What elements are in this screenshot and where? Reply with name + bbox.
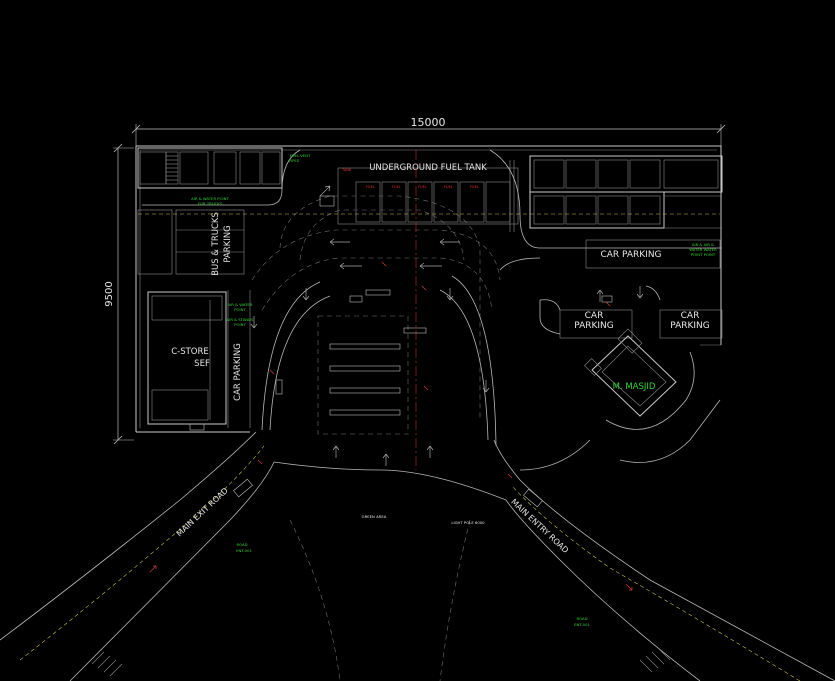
air-water-trucks-note-2: FOR TRUCKS [198, 201, 223, 206]
bottom-right-note: ENT-001 [574, 622, 590, 627]
white-notes: GREEN AREA LIGHT POLE 6000 [362, 514, 486, 525]
car-parking-right-label: CAR [681, 311, 700, 321]
side-dimension: 9500 [104, 143, 134, 445]
fuel-vent-note: FUEL VENT [290, 153, 312, 158]
c-store-label: C-STORE [171, 347, 209, 357]
bottom-left-note: ENT-001 [236, 548, 252, 553]
dispenser-islands [319, 195, 427, 416]
drive-aisles [251, 229, 501, 447]
masjid-label: M. MASJID [613, 382, 656, 392]
air-water-right-note: AIR & AIR & [692, 242, 714, 247]
main-entry-road-label: MAIN ENTRY ROAD [509, 497, 570, 555]
road-vehicles [189, 295, 613, 508]
masjid-building: M. MASJID [584, 328, 695, 430]
car-parking-right-area: CAR PARKING CAR PARKING CAR PARKING [539, 239, 723, 339]
svg-text:FUEL: FUEL [366, 185, 375, 189]
air-water-stand-note-2: POINT [234, 322, 246, 327]
svg-text:FUEL: FUEL [444, 185, 453, 189]
site-boundary [135, 145, 722, 433]
crosswalks [91, 647, 671, 677]
top-dimension-label: 15000 [411, 116, 446, 129]
air-water-trucks-note: AIR & WATER POINT [191, 196, 229, 201]
car-parking-mid-label-2: PARKING [574, 321, 614, 331]
main-exit-road-label: MAIN EXIT ROAD [175, 486, 230, 538]
air-water-right-note-2: WATER WATER [689, 247, 717, 252]
air-water-stand-note: AIR & STANDS [227, 317, 255, 322]
car-parking-left-label: CAR PARKING [233, 343, 243, 401]
roads [0, 257, 835, 681]
road-left-note: ROAD [236, 542, 247, 547]
car-parking-left: CAR PARKING [227, 290, 251, 428]
bus-trucks-label-2: PARKING [223, 225, 233, 262]
center-bottom-note-2: LIGHT POLE 6000 [451, 520, 485, 525]
fuel-vent-note-2: PIPES [289, 158, 300, 163]
direction-arrows [250, 185, 644, 466]
car-parking-mid-label: CAR [585, 311, 604, 321]
fuel-tank-label: UNDERGROUND FUEL TANK [369, 163, 487, 173]
service-building [137, 147, 283, 189]
red-markers [149, 261, 633, 591]
air-water-left-note: AIR & WATER [228, 302, 253, 307]
svg-text:FUEL: FUEL [392, 185, 401, 189]
fuel-canopy [138, 150, 720, 470]
center-bottom-note: GREEN AREA [362, 514, 387, 519]
svg-text:FUEL: FUEL [470, 185, 479, 189]
side-dimension-label: 9500 [104, 281, 115, 306]
air-water-right-note-3: POINT POINT [691, 252, 716, 257]
sef-label: SEF [194, 359, 210, 369]
top-dimension: 15000 [131, 116, 726, 146]
green-notes: FUEL VENT PIPES AIR & WATER POINT FOR TR… [191, 153, 717, 627]
svg-text:TANK: TANK [341, 168, 352, 172]
air-water-left-note-2: POINT [234, 307, 246, 312]
fuel-tank-area: UNDERGROUND FUEL TANK TANK FUEL FUEL FUE… [337, 163, 519, 225]
svg-text:FUEL: FUEL [418, 185, 427, 189]
car-parking-top-right-label: CAR PARKING [600, 250, 661, 260]
shops-building [509, 155, 723, 232]
bus-trucks-parking: BUS & TRUCKS PARKING [137, 209, 245, 276]
road-right-note: ROAD [576, 616, 587, 621]
car-parking-right-label-2: PARKING [670, 321, 710, 331]
bus-trucks-label: BUS & TRUCKS [211, 212, 221, 276]
c-store-building: C-STORE SEF [147, 291, 227, 425]
top-curb [142, 149, 722, 249]
